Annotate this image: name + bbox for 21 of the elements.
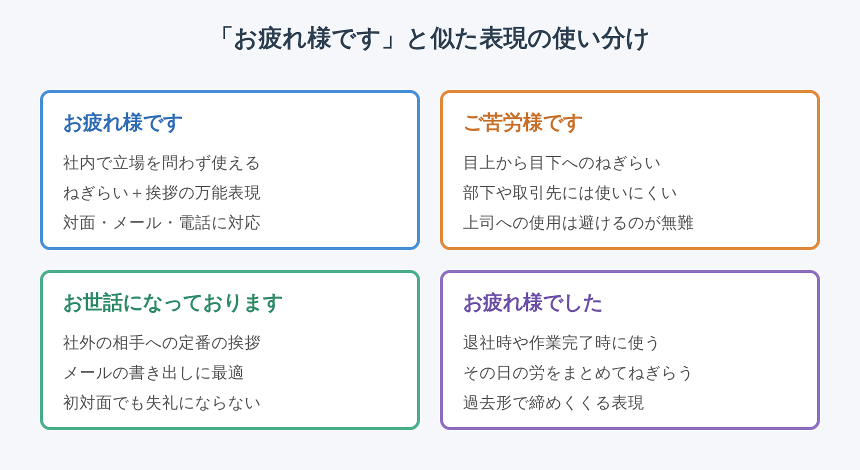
description-text: 目上から目下へのねぎらい: [463, 152, 662, 174]
card-heading: お世話になっております: [63, 289, 284, 316]
description-text: 社外の相手への定番の挨拶: [63, 332, 262, 354]
description-text: 部下や取引先には使いにくい: [463, 182, 678, 204]
card: [40, 270, 420, 430]
card: [440, 90, 820, 250]
description-text: その日の労をまとめてねぎらう: [463, 362, 695, 384]
description-text: ねぎらい＋挨拶の万能表現: [63, 182, 262, 204]
title: 「お疲れ様です」と似た表現の使い分け: [208, 23, 652, 54]
description-text: 初対面でも失礼にならない: [63, 392, 262, 414]
card-heading: お疲れ様でした: [463, 289, 604, 316]
description-text: 対面・メール・電話に対応: [63, 212, 262, 234]
card-heading: ご苦労様です: [463, 109, 584, 136]
card-heading: お疲れ様です: [63, 109, 184, 136]
card: [40, 90, 420, 250]
description-text: 上司への使用は避けるのが無難: [463, 212, 695, 234]
description-text: 過去形で締めくくる表現: [463, 392, 646, 414]
description-text: 退社時や作業完了時に使う: [463, 332, 662, 354]
description-text: メールの書き出しに最適: [63, 362, 246, 384]
description-text: 社内で立場を問わず使える: [63, 152, 262, 174]
card: [440, 270, 820, 430]
